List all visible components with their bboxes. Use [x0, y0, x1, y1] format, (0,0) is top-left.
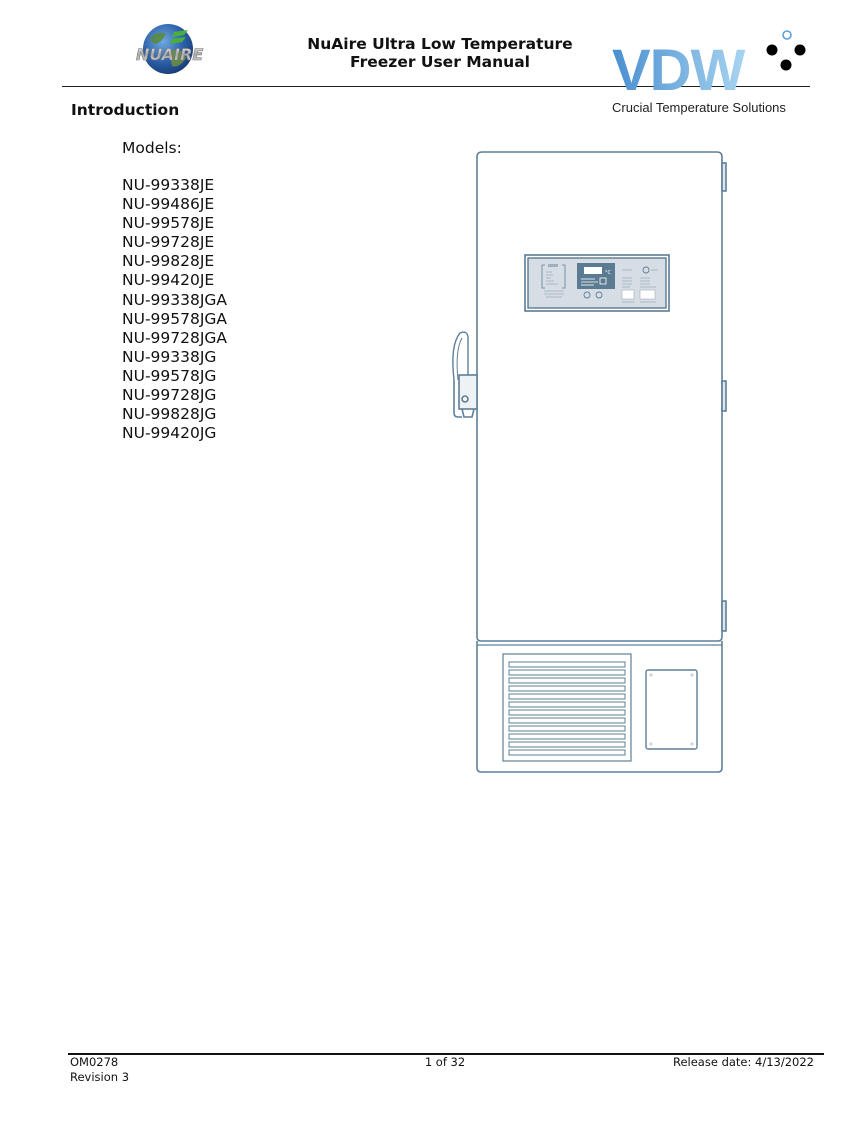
- model-item: NU-99728JGA: [122, 328, 228, 347]
- page-number: 1 of 32: [424, 1055, 466, 1069]
- button-down-icon: [583, 291, 591, 299]
- hinge-icon: [721, 162, 727, 192]
- model-item: NU-99338JG: [122, 347, 217, 366]
- svg-text:°C: °C: [605, 270, 612, 276]
- hinge-icon: [721, 380, 727, 412]
- footer-divider: [68, 1053, 824, 1055]
- vdw-logo: VDW: [612, 28, 812, 103]
- revision: Revision 3: [70, 1069, 130, 1084]
- model-item: NU-99578JG: [122, 366, 217, 385]
- alarm-button-icon: [642, 266, 650, 274]
- model-item: NU-99338JGA: [122, 290, 228, 309]
- release-date: Release date: 4/13/2022: [672, 1055, 814, 1069]
- models-label: Models:: [122, 139, 182, 157]
- freezer-door: [476, 151, 723, 642]
- model-item: NU-99578JE: [122, 214, 215, 233]
- nuaire-logo: NUAIRE: [128, 20, 212, 78]
- button-up-icon: [595, 291, 603, 299]
- section-title: Introduction: [71, 101, 180, 119]
- model-item: NU-99420JE: [122, 271, 215, 290]
- door-handle-icon: [452, 331, 478, 418]
- header-divider: [62, 86, 810, 87]
- control-panel: °C: [524, 254, 670, 312]
- footer-doc-info: OM0278 Revision 3: [70, 1055, 129, 1084]
- model-item: NU-99486JE: [122, 195, 215, 214]
- freezer-illustration: °C: [440, 145, 740, 780]
- model-item: NU-99828JE: [122, 252, 215, 271]
- model-item: NU-99420JG: [122, 424, 217, 443]
- vdw-tagline: Crucial Temperature Solutions: [612, 100, 786, 115]
- title-line-1: NuAire Ultra Low Temperature: [307, 35, 573, 53]
- model-item: NU-99828JG: [122, 405, 217, 424]
- freezer-base: [476, 641, 723, 773]
- access-panel-icon: [645, 669, 698, 750]
- vent-grille-icon: [502, 653, 632, 762]
- model-item: NU-99338JE: [122, 176, 215, 194]
- hinge-icon: [721, 600, 727, 632]
- models-list: NU-99338JE NU-99486JE NU-99578JE NU-9972…: [122, 176, 227, 443]
- title-line-2: Freezer User Manual: [350, 53, 530, 71]
- model-item: NU-99728JE: [122, 233, 215, 252]
- svg-text:VDW: VDW: [612, 38, 746, 98]
- doc-number: OM0278: [70, 1055, 119, 1069]
- svg-text:NUAIRE: NUAIRE: [136, 45, 203, 64]
- document-title: NuAire Ultra Low Temperature Freezer Use…: [280, 35, 600, 71]
- model-item: NU-99578JGA: [122, 309, 228, 328]
- model-item: NU-99728JG: [122, 386, 217, 405]
